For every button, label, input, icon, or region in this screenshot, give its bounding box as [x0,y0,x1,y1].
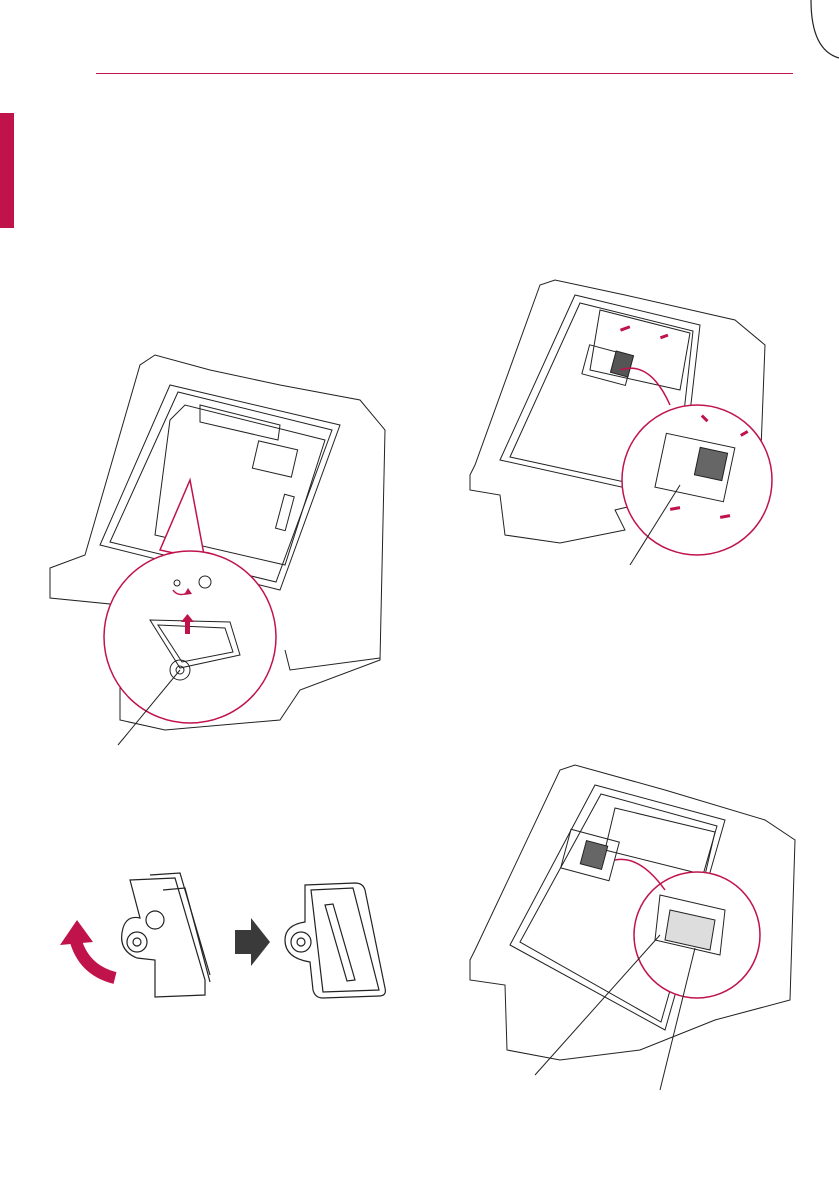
figure-module-connect [465,760,805,1100]
figure-module-mount [465,275,785,575]
cover-flip-icon [55,870,395,1010]
figure-cover-flip [55,870,395,1010]
header-rule [96,73,793,74]
monitor-back-module-mount-icon [465,275,785,575]
monitor-back-stand-removal-icon [40,350,400,750]
page-edge-arc [809,0,839,60]
language-side-tab [0,113,14,228]
monitor-back-module-connect-icon [465,760,805,1100]
figure-monitor-back-stand [40,350,400,750]
